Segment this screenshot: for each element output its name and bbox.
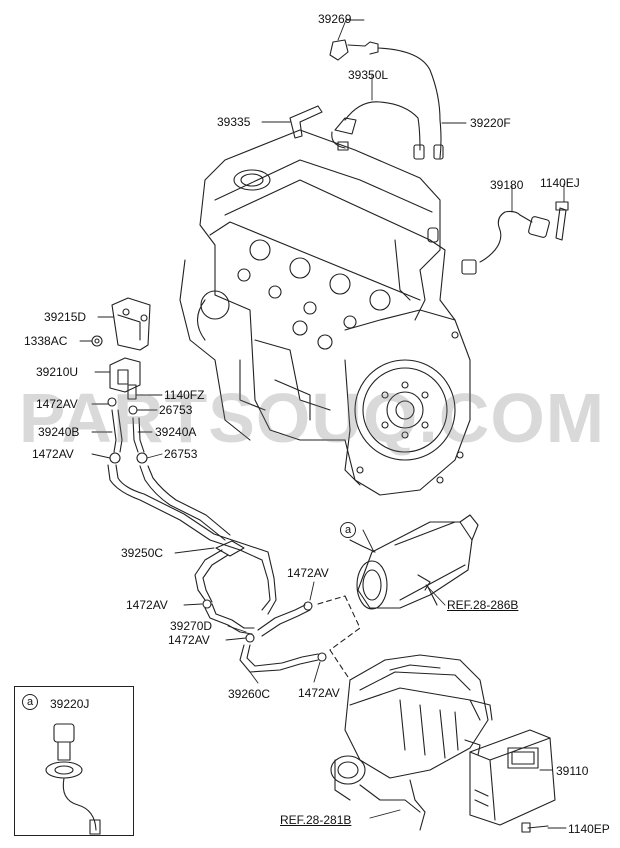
part-label-1472AV-joint[interactable]: 1472AV: [168, 633, 210, 647]
part-label-39215D[interactable]: 39215D: [44, 310, 87, 324]
part-label-39220F[interactable]: 39220F: [470, 116, 511, 130]
inset-sensor-illustration: [45, 723, 101, 835]
part-label-39240A[interactable]: 39240A: [155, 425, 197, 439]
part-label-1472AV-bottom[interactable]: 1472AV: [298, 686, 340, 700]
crankshaft-sensor-illustration: [461, 201, 569, 275]
leader-lines: [79, 19, 567, 829]
canister-marker: a: [340, 522, 356, 538]
part-label-1338AC[interactable]: 1338AC: [24, 334, 68, 348]
part-label-1140EP[interactable]: 1140EP: [568, 822, 610, 836]
part-label-1472AV-lower[interactable]: 1472AV: [32, 447, 74, 461]
canister-illustration: [349, 514, 479, 610]
part-label-1472AV-upper[interactable]: 1472AV: [36, 397, 78, 411]
engine-block-illustration: [179, 129, 471, 496]
ref-link-28-281B[interactable]: REF.28-281B: [280, 813, 352, 827]
inset-detail-box: [14, 686, 134, 836]
part-label-39110[interactable]: 39110: [556, 764, 589, 778]
part-label-39210U[interactable]: 39210U: [36, 365, 79, 379]
part-label-1472AV-canister[interactable]: 1472AV: [287, 566, 329, 580]
vapor-hose-illustration: [107, 464, 327, 673]
part-label-39220J[interactable]: 39220J: [50, 697, 90, 711]
part-label-26753-upper[interactable]: 26753: [159, 403, 193, 417]
part-label-39270D[interactable]: 39270D: [170, 619, 213, 633]
ref-link-28-286B[interactable]: REF.28-286B: [447, 598, 519, 612]
part-label-39260C[interactable]: 39260C: [228, 687, 271, 701]
part-label-39180[interactable]: 39180: [490, 178, 524, 192]
purge-solenoid-illustration: [91, 297, 151, 464]
part-label-39269[interactable]: 39269: [318, 12, 352, 26]
part-label-26753-lower[interactable]: 26753: [164, 447, 198, 461]
air-cleaner-illustration: [330, 654, 493, 831]
part-label-39350L[interactable]: 39350L: [348, 68, 389, 82]
oxygen-sensor-illustration: [289, 39, 444, 160]
part-label-1140EJ[interactable]: 1140EJ: [540, 176, 580, 190]
part-label-1472AV-hose[interactable]: 1472AV: [126, 598, 168, 612]
inset-marker: a: [22, 694, 38, 710]
ecu-illustration: [469, 729, 556, 833]
part-label-39240B[interactable]: 39240B: [38, 425, 80, 439]
part-label-39250C[interactable]: 39250C: [121, 546, 164, 560]
part-label-39335[interactable]: 39335: [217, 115, 251, 129]
part-label-1140FZ[interactable]: 1140FZ: [164, 388, 205, 402]
